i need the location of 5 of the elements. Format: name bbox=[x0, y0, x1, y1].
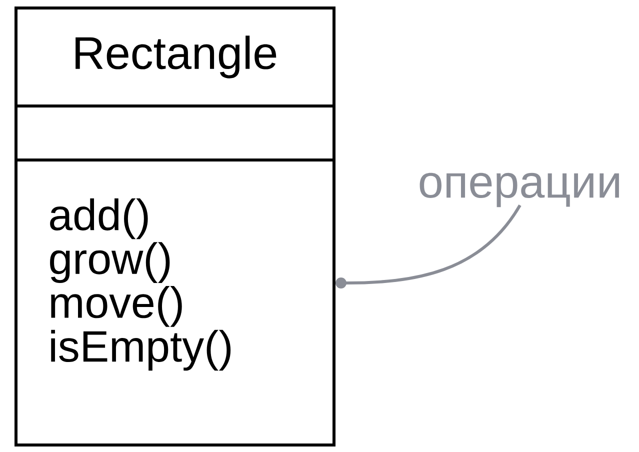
leader-line bbox=[336, 204, 522, 288]
class-name-compartment: Rectangle bbox=[14, 6, 336, 108]
callout-text: операции bbox=[420, 172, 619, 208]
attribute-compartment bbox=[14, 104, 336, 162]
operation-compartment: add() grow() move() isEmpty() bbox=[14, 158, 336, 446]
